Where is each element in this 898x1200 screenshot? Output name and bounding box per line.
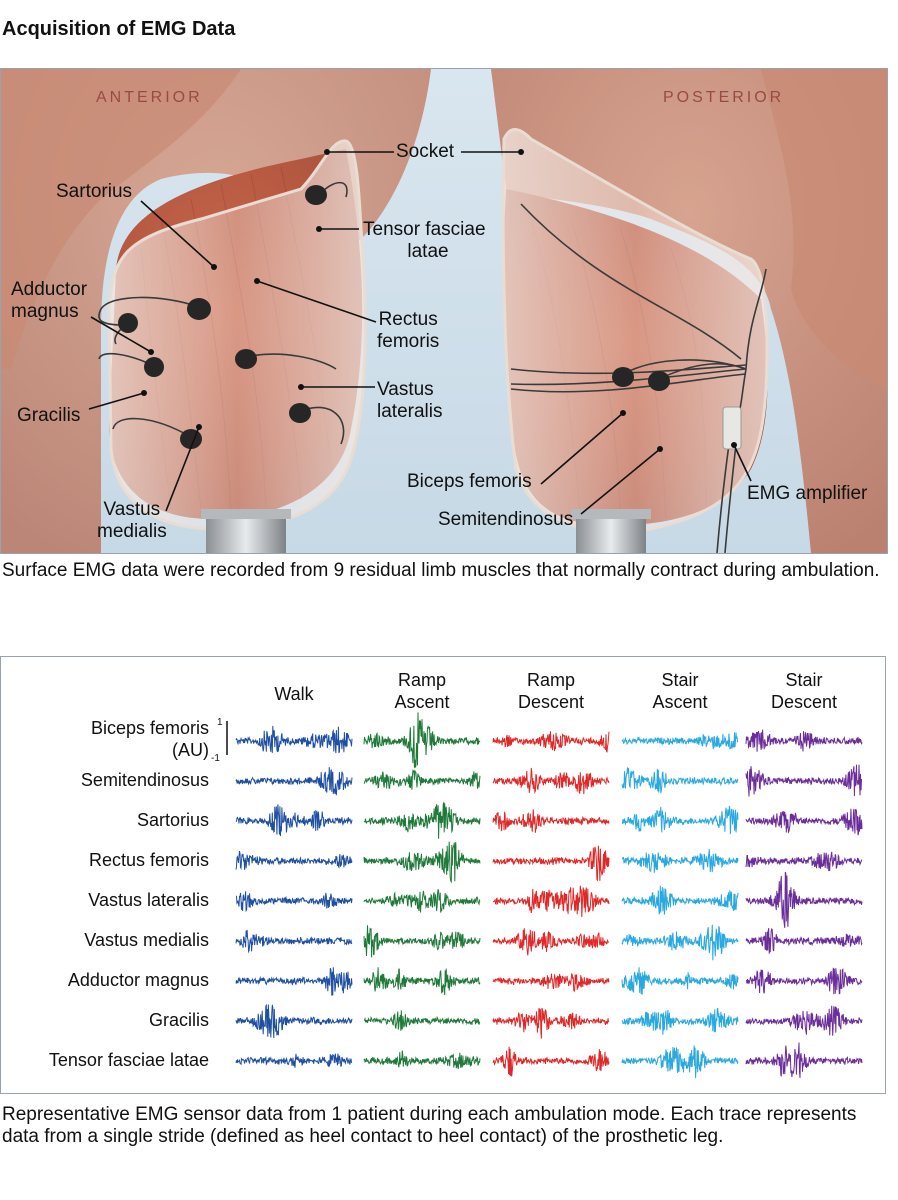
trace-semitendinosus-stair-ascent: [621, 767, 739, 794]
trace-adductor-magnus-walk: [235, 967, 353, 996]
sartorius-label: Sartorius: [56, 181, 133, 202]
trace-rectus-femoris-ramp-ascent: [363, 841, 481, 884]
trace-vastus-medialis-stair-descent: [745, 928, 863, 954]
trace-adductor-magnus-stair-descent: [745, 967, 863, 995]
gracilis-label: Gracilis: [17, 405, 81, 426]
trace-semitendinosus-ramp-descent: [492, 767, 610, 795]
row-label-semitendinosus: Semitendinosus: [80, 770, 209, 790]
scale-bottom: -1: [211, 753, 220, 764]
trace-biceps-femoris-stair-ascent: [621, 732, 739, 750]
trace-gracilis-ramp-descent: [492, 1007, 610, 1039]
socket-label: Socket: [396, 141, 455, 162]
trace-vastus-lateralis-ramp-descent: [492, 885, 610, 918]
trace-sartorius-walk: [235, 804, 353, 837]
caption-emg: Representative EMG sensor data from 1 pa…: [2, 1104, 857, 1147]
trace-vastus-lateralis-ramp-ascent: [363, 889, 481, 913]
trace-rectus-femoris-stair-descent: [745, 851, 863, 872]
biceps-femoris-label: Biceps femoris: [407, 471, 532, 492]
anatomy-illustration: ANTERIOR POSTERIOR Socket Sartorius Tens…: [0, 68, 888, 554]
trace-vastus-medialis-ramp-descent: [492, 928, 610, 956]
trace-sartorius-ramp-ascent: [363, 802, 481, 839]
row-label-adductor-magnus: Adductor magnus: [67, 970, 209, 990]
vastus-medialis-label: Vastus medialis: [97, 499, 167, 542]
trace-vastus-medialis-walk: [235, 929, 353, 954]
trace-rectus-femoris-walk: [235, 850, 353, 871]
trace-vastus-lateralis-stair-ascent: [621, 885, 739, 915]
trace-rectus-femoris-stair-ascent: [621, 849, 739, 873]
caption-acquisition: Surface EMG data were recorded from 9 re…: [2, 560, 880, 581]
trace-sartorius-stair-ascent: [621, 805, 739, 835]
trace-semitendinosus-walk: [235, 767, 353, 796]
trace-vastus-lateralis-walk: [236, 891, 353, 913]
trace-adductor-magnus-stair-ascent: [621, 967, 739, 995]
row-label-tensor-fasciae-latae: Tensor fasciae latae: [48, 1050, 209, 1070]
row-label-vastus-lateralis: Vastus lateralis: [88, 890, 209, 910]
semitendinosus-label: Semitendinosus: [438, 509, 574, 530]
adductor-magnus-label: Adductor magnus: [11, 279, 88, 322]
anterior-view-label: ANTERIOR: [96, 89, 203, 106]
trace-gracilis-walk: [235, 1003, 353, 1039]
trace-sartorius-stair-descent: [745, 808, 863, 836]
row-label-rectus-femoris: Rectus femoris: [88, 850, 209, 870]
tensor-fasciae-latae-label: Tensor fasciae latae: [363, 219, 486, 262]
row-label-vastus-medialis: Vastus medialis: [84, 930, 209, 950]
trace-biceps-femoris-walk: [235, 725, 353, 754]
row-label-sartorius: Sartorius: [136, 810, 209, 830]
trace-vastus-lateralis-stair-descent: [745, 871, 863, 928]
emg-traces: [226, 712, 863, 1079]
scale-top: 1: [217, 717, 223, 728]
posterior-view-label: POSTERIOR: [663, 89, 785, 106]
trace-rectus-femoris-ramp-descent: [492, 845, 610, 882]
trace-vastus-medialis-stair-ascent: [621, 924, 739, 961]
trace-gracilis-ramp-ascent: [363, 1010, 481, 1031]
rectus-femoris-label: Rectus femoris: [377, 309, 440, 352]
trace-adductor-magnus-ramp-descent: [492, 972, 610, 993]
figure-title: Acquisition of EMG Data: [2, 18, 236, 40]
vastus-lateralis-label: Vastus lateralis: [377, 379, 443, 422]
trace-adductor-magnus-ramp-ascent: [363, 967, 481, 996]
emg-amplifier-label: EMG amplifier: [747, 483, 868, 504]
trace-sartorius-ramp-descent: [492, 809, 610, 833]
column-header-walk: Walk: [274, 684, 314, 704]
trace-tensor-fasciae-latae-ramp-descent: [492, 1046, 610, 1077]
trace-tensor-fasciae-latae-stair-descent: [745, 1042, 863, 1078]
trace-semitendinosus-stair-descent: [745, 764, 863, 797]
trace-vastus-medialis-ramp-ascent: [363, 925, 481, 958]
trace-tensor-fasciae-latae-walk: [235, 1053, 353, 1068]
limb-drawing: [1, 69, 887, 553]
row-label-biceps-femoris: Biceps femoris(AU): [90, 718, 209, 760]
trace-biceps-femoris-ramp-ascent: [363, 712, 481, 768]
trace-tensor-fasciae-latae-ramp-ascent: [363, 1050, 481, 1070]
row-label-gracilis: Gracilis: [148, 1010, 209, 1030]
trace-gracilis-stair-descent: [745, 1005, 863, 1036]
trace-biceps-femoris-ramp-descent: [492, 731, 610, 753]
trace-biceps-femoris-stair-descent: [745, 729, 863, 752]
trace-semitendinosus-ramp-ascent: [363, 769, 481, 790]
trace-tensor-fasciae-latae-stair-ascent: [621, 1045, 739, 1079]
trace-gracilis-stair-ascent: [621, 1007, 739, 1035]
